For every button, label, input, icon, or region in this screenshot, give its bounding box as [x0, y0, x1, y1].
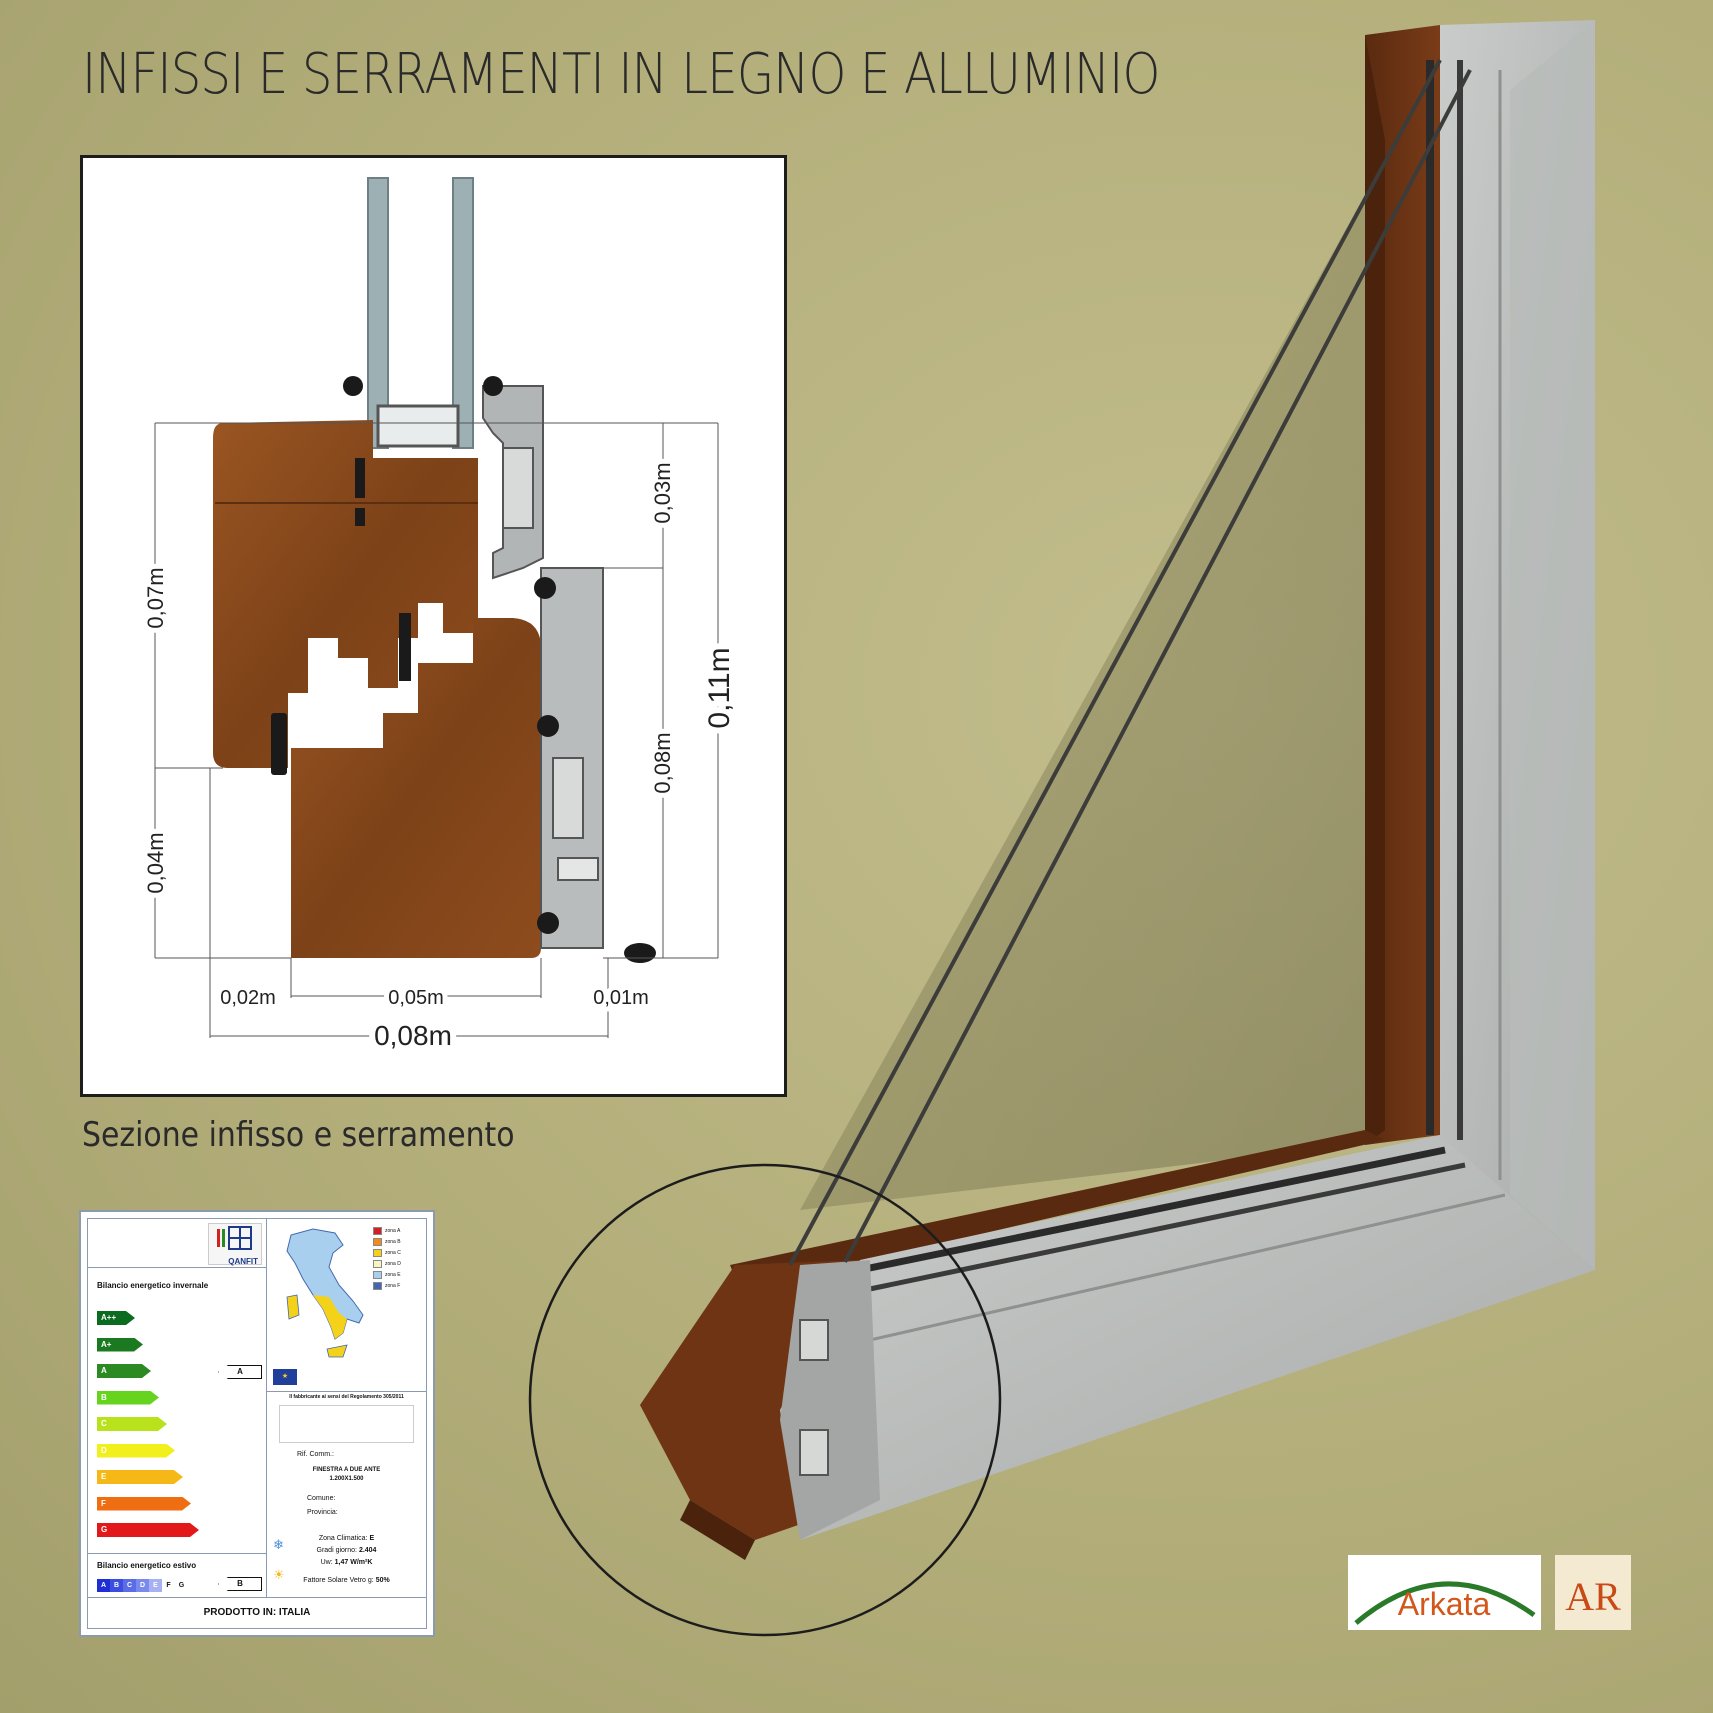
label-footer: PRODOTTO IN: ITALIA — [88, 1597, 426, 1628]
rif-comm: Rif. Comm.: — [297, 1451, 334, 1458]
zone-label: zona B — [385, 1238, 401, 1245]
section-drawing-panel: 0,07m 0,04m 0,03m 0,08m 0,11m 0,02m 0,05… — [80, 155, 787, 1097]
solar-factor: Fattore Solare Vetro g: 50% — [303, 1577, 390, 1584]
provincia: Provincia: — [307, 1509, 338, 1516]
brand-name: QANFIT — [228, 1257, 258, 1266]
dim-002: 0,02m — [220, 987, 276, 1009]
energy-class-bar: A++ — [97, 1311, 135, 1325]
brand-logo: QANFIT — [208, 1223, 262, 1266]
ar-monogram: AR — [1565, 1574, 1621, 1619]
arkata-logo: Arkata — [1348, 1555, 1541, 1630]
energy-label-card: QANFIT Bilancio energetico invernale A++… — [79, 1210, 435, 1637]
energy-class-bar: B — [97, 1391, 159, 1405]
glass-pane — [800, 60, 1440, 1210]
energy-label-right-column: zona A zona B zona C zona D zona E zona F ★ I… — [267, 1219, 426, 1598]
zone-legend-item: zona F — [373, 1280, 401, 1291]
summer-class-cell: D — [136, 1579, 149, 1592]
dim-008-vertical: 0,08m — [650, 732, 675, 793]
ar-monogram-icon: AR — [1565, 1574, 1621, 1619]
product-name: FINESTRA A DUE ANTE — [312, 1467, 381, 1473]
energy-class-bar: A+ — [97, 1338, 143, 1352]
energy-class-bar: D — [97, 1444, 175, 1458]
dim-011: 0,11m — [703, 647, 736, 728]
window-logo-icon — [217, 1226, 252, 1250]
dim-004: 0,04m — [143, 832, 168, 893]
zone-legend-item: zona A — [373, 1225, 401, 1236]
zone-swatch — [373, 1270, 382, 1279]
zone-swatch — [373, 1259, 382, 1268]
energy-class-bar: C — [97, 1417, 167, 1431]
zone-legend-item: zona E — [373, 1269, 401, 1280]
wood-frame — [291, 618, 541, 958]
italy-map-icon — [286, 1228, 364, 1358]
winter-rating-arrow: A — [218, 1365, 262, 1379]
sun-icon: ☀ — [273, 1567, 285, 1582]
summer-class-cell: C — [123, 1579, 136, 1592]
zone-legend-item: zona C — [373, 1247, 401, 1258]
glass-right — [452, 177, 474, 449]
zone-label: zona F — [385, 1282, 401, 1289]
energy-class-bar: G — [97, 1523, 199, 1537]
energy-class-bar: F — [97, 1497, 191, 1511]
energy-class-bar: E — [97, 1470, 183, 1484]
zone-label: zona D — [385, 1260, 401, 1267]
ar-logo: AR — [1555, 1555, 1631, 1630]
uw-value: Uw: 1,47 W/m²K — [320, 1559, 373, 1566]
manufacturer-line: Il fabbricante ai sensi del Regolamento … — [289, 1394, 404, 1400]
zone-label: zona A — [385, 1227, 401, 1234]
gradi-giorno: Gradi giorno: 2.404 — [316, 1547, 377, 1554]
zone-label: zona E — [385, 1271, 401, 1278]
wood-frame-horizontal — [730, 1130, 1385, 1290]
dim-001: 0,01m — [593, 987, 649, 1009]
summer-rating: B — [237, 1579, 243, 1588]
zone-legend: zona A zona B zona C zona D zona E zona F — [373, 1225, 401, 1291]
summer-heading: Bilancio energetico estivo — [97, 1561, 197, 1570]
section-caption: Sezione infisso e serramento — [82, 1115, 515, 1155]
product-size: 1.200X1.500 — [329, 1476, 364, 1482]
zone-swatch — [373, 1226, 382, 1235]
wood-sash — [213, 420, 478, 768]
dim-003: 0,03m — [650, 462, 675, 523]
zona-climatica: Zona Climatica: E — [318, 1535, 375, 1542]
summer-class-cell: A — [97, 1579, 110, 1592]
energy-class-bar: A — [97, 1364, 151, 1378]
zone-label: zona C — [385, 1249, 401, 1256]
section-drawing: 0,07m 0,04m 0,03m 0,08m 0,11m 0,02m 0,05… — [138, 177, 742, 1057]
summer-rating-arrow: B — [218, 1577, 262, 1591]
arkata-arch-icon: Arkata — [1354, 1581, 1536, 1625]
page-title: INFISSI E SERRAMENTI IN LEGNO E ALLUMINI… — [82, 42, 1160, 107]
summer-class-cell: B — [110, 1579, 123, 1592]
dim-008-horizontal: 0,08m — [374, 1020, 452, 1051]
zone-swatch — [373, 1281, 382, 1290]
zone-legend-item: zona D — [373, 1258, 401, 1269]
eu-flag-icon: ★ — [273, 1369, 297, 1385]
winter-heading: Bilancio energetico invernale — [97, 1281, 209, 1290]
comune: Comune: — [307, 1495, 336, 1502]
summer-class-cell: E — [149, 1579, 162, 1592]
manufacturer-box — [279, 1405, 414, 1443]
aluminium-frame-horizontal — [780, 1135, 1595, 1540]
zone-swatch — [373, 1248, 382, 1257]
arkata-wordmark: Arkata — [1398, 1586, 1491, 1622]
snowflake-icon: ❄ — [273, 1537, 284, 1552]
dim-007: 0,07m — [143, 567, 168, 628]
glass-left — [367, 177, 389, 449]
zone-legend-item: zona B — [373, 1236, 401, 1247]
winter-rating: A — [237, 1367, 243, 1376]
summer-class-cell: F — [162, 1579, 175, 1592]
dim-005: 0,05m — [388, 987, 444, 1009]
zone-swatch — [373, 1237, 382, 1246]
detail-circle — [528, 1163, 1002, 1637]
summer-class-cell: G — [175, 1579, 188, 1592]
energy-label-left-column: QANFIT Bilancio energetico invernale A++… — [88, 1219, 267, 1598]
